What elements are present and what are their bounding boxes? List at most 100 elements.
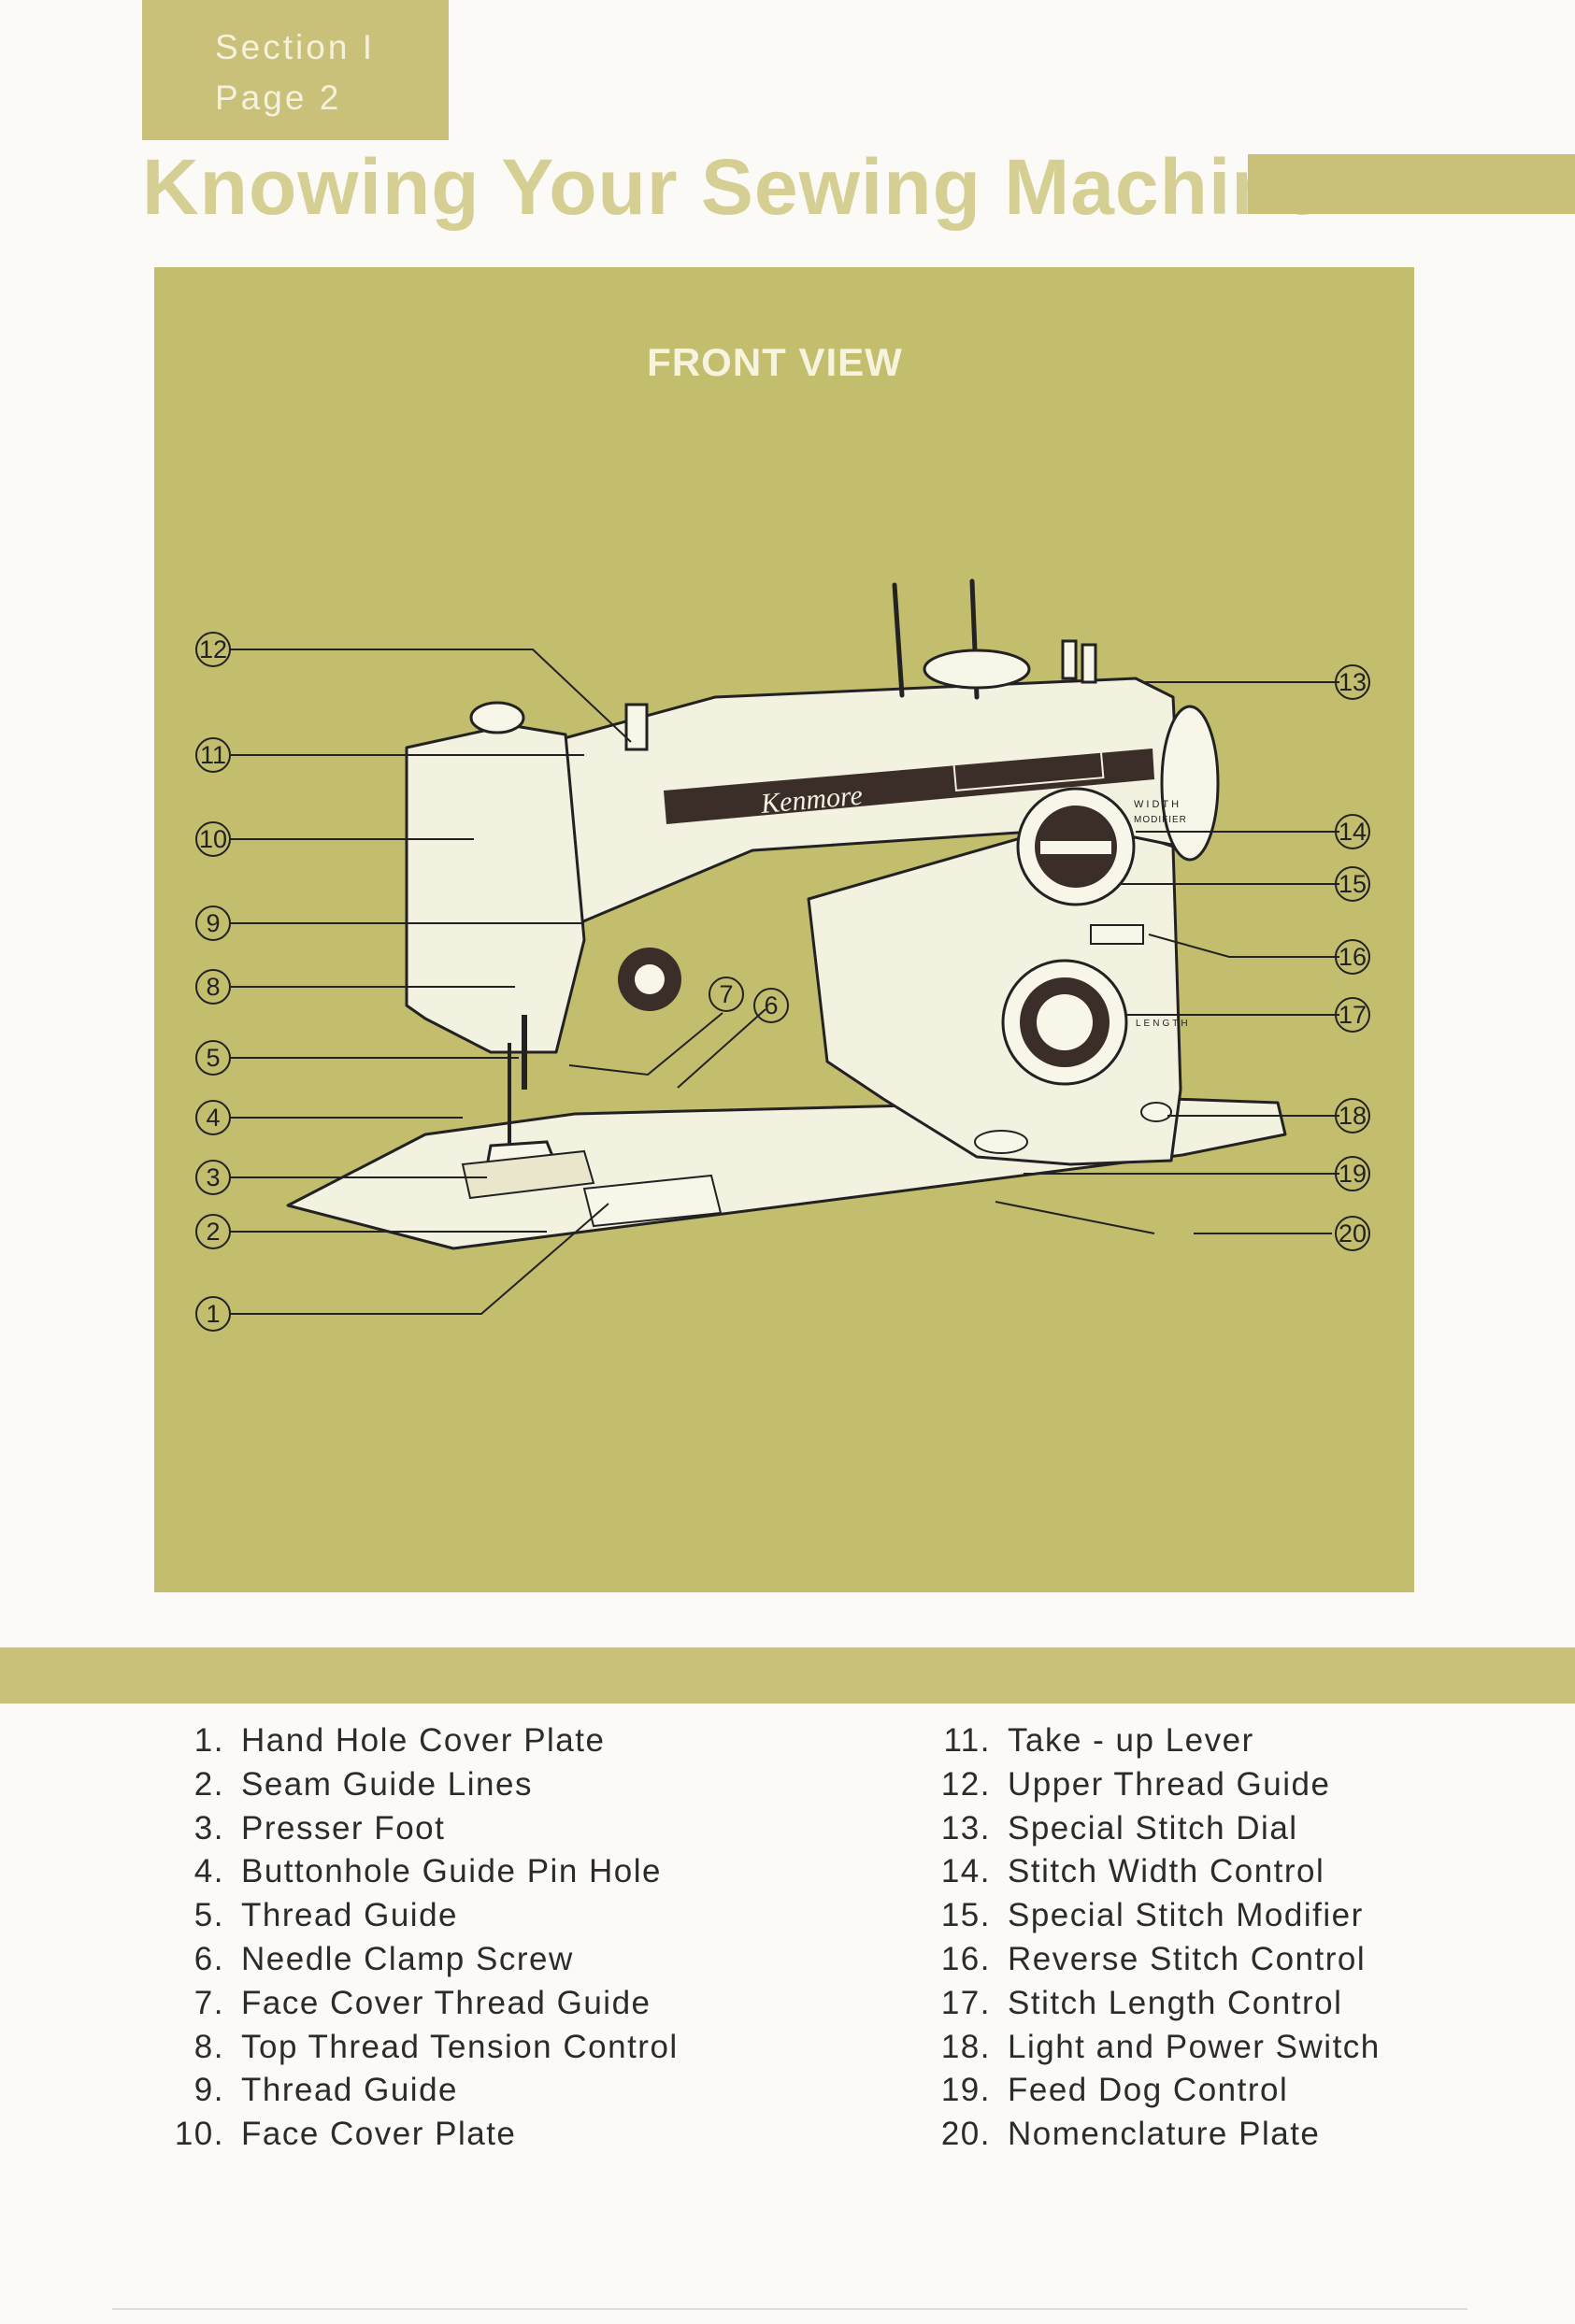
part-number: 17. bbox=[940, 1984, 991, 2021]
svg-text:7: 7 bbox=[719, 980, 733, 1008]
front-view-figure: FRONT VIEW Kenmore bbox=[154, 267, 1414, 1592]
callout-20: 20 bbox=[1335, 1216, 1370, 1251]
part-item: 17. Stitch Length Control bbox=[916, 1982, 1381, 2026]
svg-text:3: 3 bbox=[206, 1163, 220, 1191]
part-name: Special Stitch Dial bbox=[1008, 1809, 1298, 1846]
part-name: Light and Power Switch bbox=[1008, 2028, 1381, 2065]
part-name: Reverse Stitch Control bbox=[1008, 1940, 1367, 1977]
svg-text:19: 19 bbox=[1339, 1160, 1367, 1188]
spool-pin-left bbox=[892, 582, 905, 698]
stitch-length-knob-center bbox=[1037, 994, 1093, 1050]
callout-3: 3 bbox=[195, 1160, 231, 1195]
svg-text:13: 13 bbox=[1339, 668, 1367, 696]
part-name: Stitch Width Control bbox=[1008, 1853, 1325, 1890]
svg-text:12: 12 bbox=[199, 635, 227, 663]
section-tab: Section I Page 2 bbox=[142, 0, 449, 140]
part-name: Hand Hole Cover Plate bbox=[241, 1722, 606, 1759]
part-item: 8. Top Thread Tension Control bbox=[150, 2026, 679, 2070]
part-number: 18. bbox=[940, 2028, 991, 2065]
page-label: Page 2 bbox=[215, 78, 342, 117]
page-title: Knowing Your Sewing Machine bbox=[142, 143, 1325, 231]
part-item: 6.Needle Clamp Screw bbox=[150, 1938, 679, 1982]
callout-19: 19 bbox=[1335, 1156, 1370, 1191]
feed-dog-control bbox=[974, 1130, 1028, 1154]
callout-10: 10 bbox=[195, 821, 231, 857]
part-item: 15. Special Stitch Modifier bbox=[916, 1894, 1381, 1938]
callout-9: 9 bbox=[195, 905, 231, 941]
svg-text:6: 6 bbox=[764, 991, 778, 1019]
callout-18: 18 bbox=[1335, 1098, 1370, 1133]
svg-text:20: 20 bbox=[1339, 1219, 1367, 1248]
part-name: Top Thread Tension Control bbox=[241, 2028, 679, 2065]
svg-text:18: 18 bbox=[1339, 1102, 1367, 1130]
part-item: 16. Reverse Stitch Control bbox=[916, 1938, 1381, 1982]
part-number: 20. bbox=[940, 2116, 991, 2153]
reverse-stitch-button bbox=[1090, 924, 1144, 945]
part-item: 13. Special Stitch Dial bbox=[916, 1807, 1381, 1851]
part-name: Nomenclature Plate bbox=[1008, 2116, 1321, 2153]
part-name: Feed Dog Control bbox=[1008, 2072, 1289, 2109]
nameplate-strip bbox=[664, 749, 1154, 824]
part-number: 9. bbox=[193, 2072, 224, 2109]
svg-text:8: 8 bbox=[206, 973, 220, 1001]
svg-text:17: 17 bbox=[1339, 1001, 1367, 1029]
part-name: Face Cover Plate bbox=[241, 2116, 517, 2153]
part-item: 4. Buttonhole Guide Pin Hole bbox=[150, 1850, 679, 1894]
part-name: Special Stitch Modifier bbox=[1008, 1897, 1364, 1934]
part-name: Take - up Lever bbox=[1008, 1722, 1254, 1759]
part-item: 20. Nomenclature Plate bbox=[916, 2113, 1381, 2157]
part-item: 18. Light and Power Switch bbox=[916, 2026, 1381, 2070]
part-item: 1. Hand Hole Cover Plate bbox=[150, 1719, 679, 1763]
part-number: 13. bbox=[940, 1809, 991, 1846]
svg-text:4: 4 bbox=[206, 1104, 220, 1132]
svg-text:14: 14 bbox=[1339, 818, 1367, 846]
part-number: 14. bbox=[940, 1853, 991, 1890]
callout-2: 2 bbox=[195, 1214, 231, 1249]
part-item: 10.Face Cover Plate bbox=[150, 2113, 679, 2157]
part-name: Face Cover Thread Guide bbox=[241, 1984, 651, 2021]
part-item: 7. Face Cover Thread Guide bbox=[150, 1982, 679, 2026]
callout-6: 6 bbox=[753, 988, 789, 1023]
part-item: 2.Seam Guide Lines bbox=[150, 1763, 679, 1807]
face-cover-screw-cap bbox=[469, 701, 525, 734]
bottom-rule bbox=[112, 2308, 1468, 2310]
title-accent-bar bbox=[1248, 154, 1575, 214]
svg-text:16: 16 bbox=[1339, 943, 1367, 971]
figure-heading: FRONT VIEW bbox=[647, 340, 903, 384]
part-number: 15. bbox=[940, 1897, 991, 1934]
light-power-switch bbox=[1140, 1102, 1172, 1122]
parts-list-right: 11.Take - up Lever 12.Upper Thread Guide… bbox=[916, 1719, 1381, 2157]
part-item: 5.Thread Guide bbox=[150, 1894, 679, 1938]
svg-text:2: 2 bbox=[206, 1218, 220, 1246]
svg-text:10: 10 bbox=[199, 825, 227, 853]
face-cover-plate bbox=[405, 723, 586, 1054]
part-number: 5. bbox=[193, 1897, 224, 1934]
tension-dial-center bbox=[635, 964, 665, 994]
part-number: 2. bbox=[193, 1765, 224, 1803]
part-item: 12.Upper Thread Guide bbox=[916, 1763, 1381, 1807]
svg-text:9: 9 bbox=[206, 909, 220, 937]
part-number: 16. bbox=[940, 1940, 991, 1977]
top-thread-guide-post bbox=[624, 703, 649, 751]
hand-wheel bbox=[1160, 705, 1220, 862]
part-item: 19.Feed Dog Control bbox=[916, 2069, 1381, 2113]
part-number: 6. bbox=[193, 1940, 224, 1977]
callout-16: 16 bbox=[1335, 939, 1370, 975]
spool-holder-post-a bbox=[1061, 639, 1078, 680]
part-number: 7. bbox=[193, 1984, 224, 2021]
part-item: 9. Thread Guide bbox=[150, 2069, 679, 2113]
length-label: LENGTH bbox=[1136, 1019, 1191, 1029]
part-number: 1. bbox=[193, 1722, 224, 1759]
part-number: 8. bbox=[193, 2028, 224, 2065]
svg-text:5: 5 bbox=[206, 1044, 220, 1072]
part-name: Thread Guide bbox=[241, 2072, 459, 2109]
part-name: Stitch Length Control bbox=[1008, 1984, 1343, 2021]
hand-hole-cover-plate bbox=[582, 1174, 723, 1228]
callout-13: 13 bbox=[1335, 664, 1370, 700]
special-stitch-modifier-lever bbox=[1040, 841, 1111, 854]
svg-text:15: 15 bbox=[1339, 870, 1367, 898]
callout-15: 15 bbox=[1335, 866, 1370, 902]
part-name: Buttonhole Guide Pin Hole bbox=[241, 1853, 662, 1890]
part-number: 4. bbox=[193, 1853, 224, 1890]
part-name: Upper Thread Guide bbox=[1008, 1765, 1331, 1803]
